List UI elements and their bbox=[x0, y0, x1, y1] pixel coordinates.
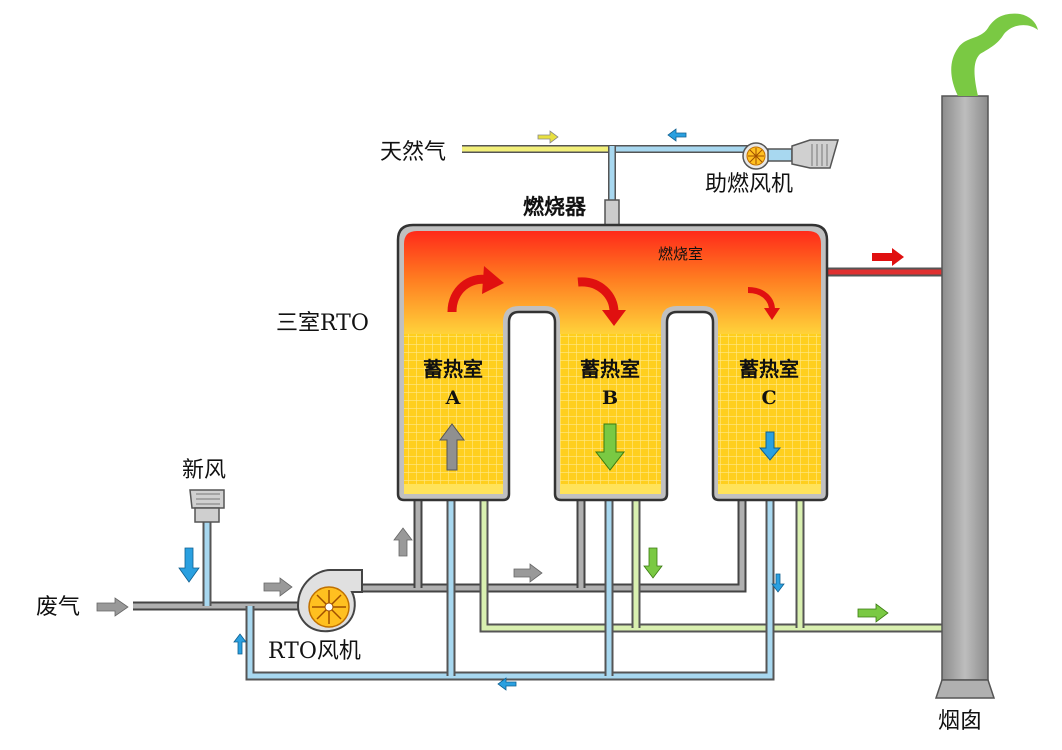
flow-arrow-down-c bbox=[747, 287, 780, 320]
burner-label: 燃烧器 bbox=[523, 195, 587, 219]
waste-gas-supply-pipes bbox=[133, 498, 747, 611]
waste-gas-label: 废气 bbox=[36, 595, 80, 620]
chamber-a-letter: A bbox=[445, 387, 461, 409]
purge-down-arrow bbox=[771, 573, 785, 593]
hot-exhaust-arrow bbox=[872, 248, 904, 266]
combustion-fan-label: 助燃风机 bbox=[705, 172, 793, 197]
chamber-b-down-arrow bbox=[594, 423, 626, 471]
gas-flow-arrow bbox=[537, 130, 559, 144]
waste-gas-arrow-2 bbox=[263, 577, 293, 597]
chimney-label: 烟囱 bbox=[938, 709, 982, 734]
fresh-air-down-arrow bbox=[178, 547, 200, 583]
clean-exhaust-pipes bbox=[479, 498, 942, 633]
fresh-air-intake-icon bbox=[189, 489, 225, 523]
chamber-c-down-arrow bbox=[758, 431, 782, 461]
fresh-air-label: 新风 bbox=[182, 458, 226, 483]
purge-up-arrow bbox=[233, 633, 247, 655]
chamber-a-up-arrow bbox=[439, 423, 465, 471]
rto-label: 三室RTO bbox=[276, 311, 369, 336]
waste-gas-arrow-1 bbox=[96, 597, 129, 617]
natural-gas-label: 天然气 bbox=[380, 140, 446, 165]
chamber-b-letter: B bbox=[602, 387, 618, 409]
exhaust-down-arrow bbox=[643, 547, 663, 579]
chamber-a-name: 蓄热室 bbox=[423, 357, 483, 381]
chimney-icon bbox=[934, 13, 1038, 699]
purge-air-pipes bbox=[202, 498, 775, 681]
combustion-fan-icon bbox=[742, 139, 839, 170]
waste-gas-up-arrow bbox=[393, 527, 413, 557]
waste-gas-arrow-3 bbox=[513, 563, 543, 583]
chamber-b-name: 蓄热室 bbox=[580, 357, 640, 381]
flow-arrow-down-b bbox=[577, 277, 626, 326]
purge-left-arrow bbox=[497, 677, 517, 691]
rto-fan-icon bbox=[296, 569, 363, 633]
combustion-air-pipe bbox=[608, 145, 748, 205]
air-flow-arrow bbox=[667, 128, 687, 142]
combustion-chamber-label: 燃烧室 bbox=[658, 245, 703, 263]
rto-vessel bbox=[396, 223, 829, 502]
flow-arrow-up-a bbox=[447, 266, 504, 313]
rto-fan-label: RTO风机 bbox=[268, 639, 361, 664]
exhaust-right-arrow bbox=[857, 603, 889, 623]
chamber-c-letter: C bbox=[761, 387, 776, 409]
chamber-c-name: 蓄热室 bbox=[739, 357, 799, 381]
